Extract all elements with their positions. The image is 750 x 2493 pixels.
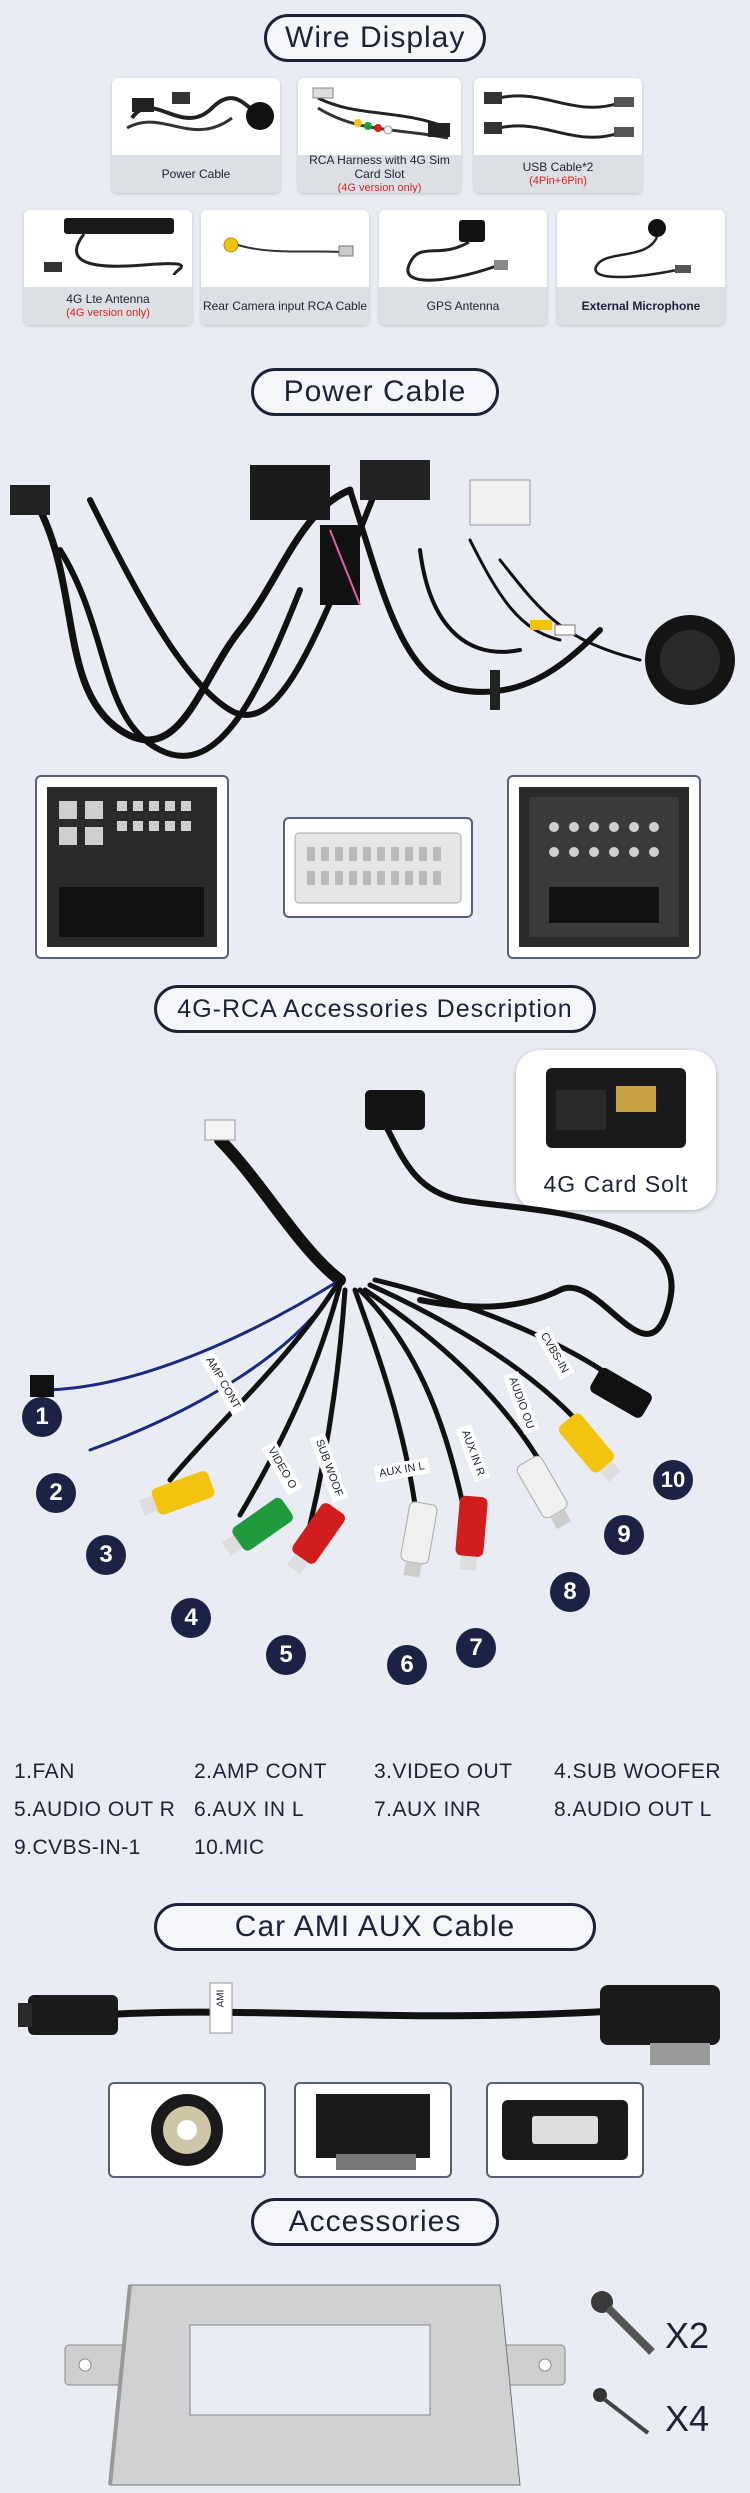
bolt-icon bbox=[593, 2388, 650, 2435]
screw-count: X2 bbox=[665, 2315, 710, 2356]
microphone-photo bbox=[557, 210, 725, 287]
power-cable-photo bbox=[112, 78, 280, 155]
callout-number-1: 1 bbox=[22, 1397, 62, 1437]
cable-tag-ami: AMI bbox=[215, 1989, 227, 2008]
gps-antenna-photo bbox=[379, 210, 547, 287]
power-cable-illustration bbox=[10, 460, 735, 759]
wire-card-label: RCA Harness with 4G Sim Card Slot(4G ver… bbox=[298, 153, 461, 193]
rca-harness-illustration bbox=[30, 1090, 675, 1578]
legend-row: 5.AUDIO OUT R 6.AUX IN L 7.AUX INR 8.AUD… bbox=[14, 1798, 744, 1822]
legend-item: 1.FAN bbox=[14, 1760, 75, 1783]
legend-item: 10.MIC bbox=[194, 1836, 265, 1859]
connector-photo-center bbox=[283, 817, 473, 918]
wire-card-label: GPS Antenna bbox=[379, 287, 547, 325]
wire-card-usb-cable: USB Cable*2(4Pin+6Pin) bbox=[474, 78, 642, 193]
legend-item: 7.AUX INR bbox=[374, 1798, 482, 1821]
usb-cable-photo bbox=[474, 78, 642, 155]
wire-card-label: 4G Lte Antenna(4G version only) bbox=[24, 287, 192, 325]
screw-icon bbox=[591, 2291, 655, 2355]
legend-item: 8.AUDIO OUT L bbox=[554, 1798, 712, 1821]
wire-card-label: External Microphone bbox=[557, 287, 725, 325]
bolt-count: X4 bbox=[665, 2398, 710, 2439]
wire-card-rca-harness: RCA Harness with 4G Sim Card Slot(4G ver… bbox=[298, 78, 461, 193]
legend-item: 6.AUX IN L bbox=[194, 1798, 305, 1821]
section-title-accessories: Accessories bbox=[251, 2198, 499, 2246]
wire-card-gps-antenna: GPS Antenna bbox=[379, 210, 547, 325]
connector-photo-left bbox=[35, 775, 229, 959]
legend-item: 4.SUB WOOFER bbox=[554, 1760, 722, 1783]
legend-item: 2.AMP CONT bbox=[194, 1760, 327, 1783]
legend-item: 9.CVBS-IN-1 bbox=[14, 1836, 141, 1859]
wire-card-power-cable: Power Cable bbox=[112, 78, 280, 193]
callout-number-2: 2 bbox=[36, 1473, 76, 1513]
4g-antenna-photo bbox=[24, 210, 192, 287]
callout-number-4: 4 bbox=[171, 1598, 211, 1638]
wire-card-label: Power Cable bbox=[112, 155, 280, 193]
callout-number-9: 9 bbox=[604, 1515, 644, 1555]
callout-number-6: 6 bbox=[387, 1645, 427, 1685]
callout-number-8: 8 bbox=[550, 1572, 590, 1612]
wire-card-label: Rear Camera input RCA Cable bbox=[201, 287, 369, 325]
ami-end-photo-jack bbox=[108, 2082, 266, 2178]
ami-cable-illustration bbox=[18, 1982, 720, 2065]
callout-number-3: 3 bbox=[86, 1535, 126, 1575]
wire-card-microphone: External Microphone bbox=[557, 210, 725, 325]
mounting-bracket-illustration bbox=[64, 2284, 566, 2486]
wire-card-4g-antenna: 4G Lte Antenna(4G version only) bbox=[24, 210, 192, 325]
callout-number-5: 5 bbox=[266, 1635, 306, 1675]
wire-card-rear-camera: Rear Camera input RCA Cable bbox=[201, 210, 369, 325]
section-title-wire-display: Wire Display bbox=[264, 14, 486, 62]
connector-photo-right bbox=[507, 775, 701, 959]
legend-row: 9.CVBS-IN-1 10.MIC bbox=[14, 1836, 744, 1860]
rear-camera-cable-photo bbox=[201, 210, 369, 287]
wire-card-label: USB Cable*2(4Pin+6Pin) bbox=[474, 155, 642, 193]
legend-row: 1.FAN 2.AMP CONT 3.VIDEO OUT 4.SUB WOOFE… bbox=[14, 1760, 744, 1784]
callout-number-7: 7 bbox=[456, 1628, 496, 1668]
callout-number-10: 10 bbox=[653, 1460, 693, 1500]
legend-item: 5.AUDIO OUT R bbox=[14, 1798, 176, 1821]
section-title-power-cable: Power Cable bbox=[251, 368, 499, 416]
ami-end-photo-plug bbox=[486, 2082, 644, 2178]
ami-end-photo-side bbox=[294, 2082, 452, 2178]
section-title-rca-description: 4G-RCA Accessories Description bbox=[154, 985, 596, 1033]
rca-harness-photo bbox=[298, 78, 461, 155]
legend-item: 3.VIDEO OUT bbox=[374, 1760, 513, 1783]
section-title-ami-cable: Car AMI AUX Cable bbox=[154, 1903, 596, 1951]
card-slot-label: 4G Card Solt bbox=[543, 1171, 689, 1197]
rca-legend: 1.FAN 2.AMP CONT 3.VIDEO OUT 4.SUB WOOFE… bbox=[14, 1760, 744, 1874]
card-slot-callout: 4G Card Solt bbox=[516, 1050, 716, 1210]
